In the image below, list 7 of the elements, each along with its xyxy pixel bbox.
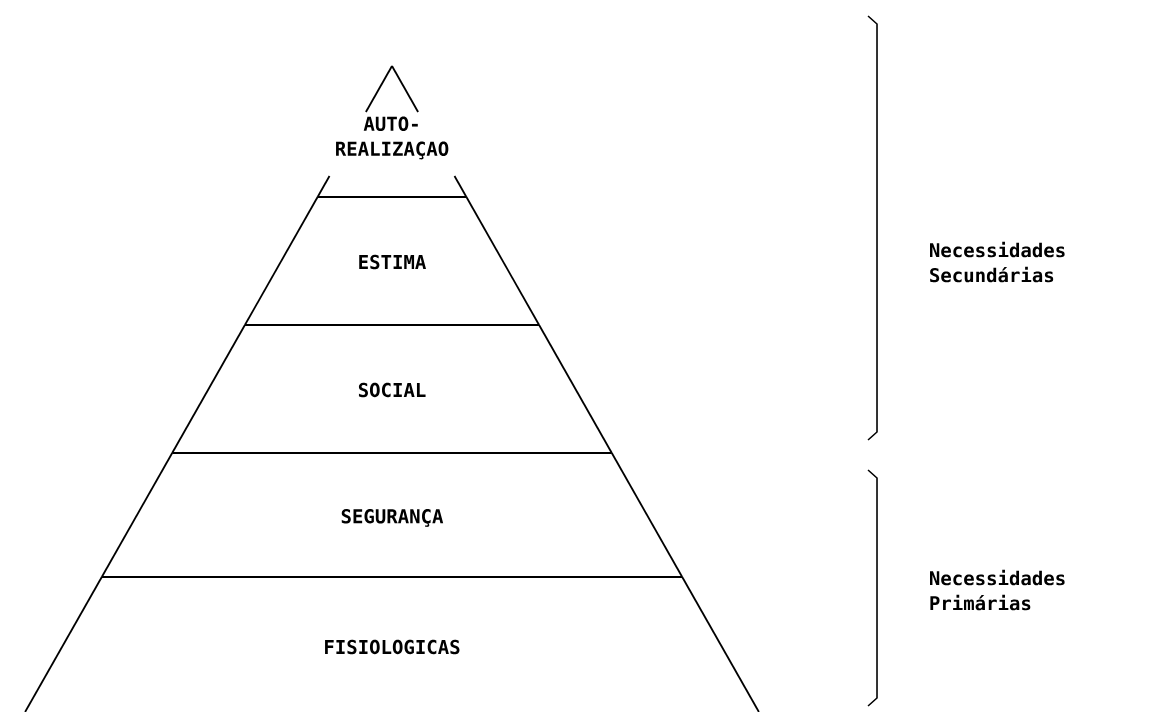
level-label: SOCIAL <box>358 382 426 398</box>
group-label: Necessidades Primárias <box>930 569 1065 611</box>
level-label: ESTIMA <box>359 254 426 270</box>
group-label: Necessidades Secundárias <box>930 241 1065 283</box>
level-label: AUTO- REALIZAÇAO <box>336 116 449 160</box>
level-label: SEGURANÇA <box>341 509 444 527</box>
level-label: FISIOLOGICAS <box>325 639 460 655</box>
